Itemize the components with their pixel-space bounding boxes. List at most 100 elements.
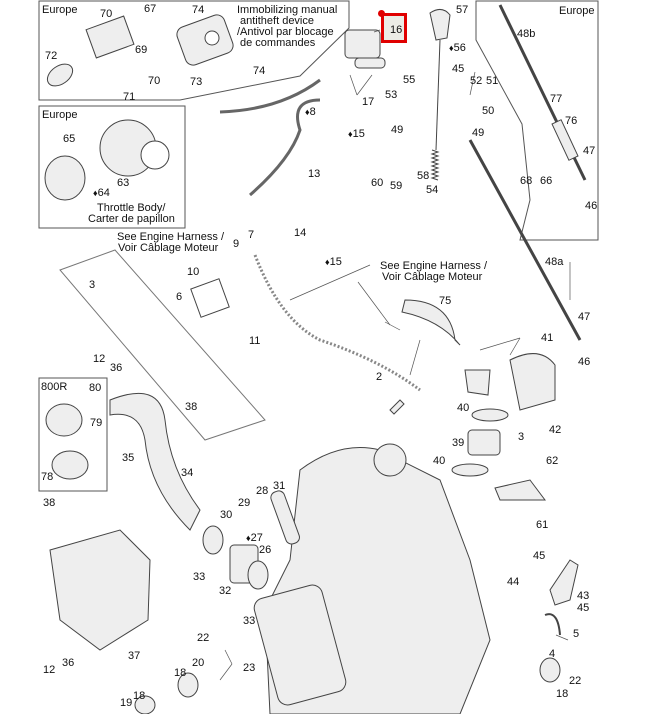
callout-part-12[interactable]: 12	[43, 664, 56, 676]
callout-part-30[interactable]: 30	[220, 509, 233, 521]
callout-part-40[interactable]: 40	[433, 455, 446, 467]
callout-part-59[interactable]: 59	[390, 180, 403, 192]
callout-part-45[interactable]: 45	[577, 602, 590, 614]
callout-part-18[interactable]: 18	[174, 667, 187, 679]
callout-part-18[interactable]: 18	[133, 690, 146, 702]
callout-part-15[interactable]: ♦15	[348, 128, 365, 140]
callout-part-73[interactable]: 73	[190, 76, 203, 88]
callout-part-52[interactable]: 52	[470, 75, 483, 87]
callout-part-3[interactable]: 3	[89, 279, 96, 291]
callout-part-46[interactable]: 46	[585, 200, 598, 212]
callout-part-22[interactable]: 22	[197, 632, 210, 644]
callout-part-13[interactable]: 13	[308, 168, 321, 180]
callout-part-2[interactable]: 2	[376, 371, 383, 383]
callout-part-42[interactable]: 42	[549, 424, 562, 436]
callout-part-38[interactable]: 38	[185, 401, 198, 413]
callout-part-14[interactable]: 14	[294, 227, 307, 239]
callout-part-45[interactable]: 45	[533, 550, 546, 562]
callout-part-76[interactable]: 76	[565, 115, 578, 127]
callout-part-10[interactable]: 10	[187, 266, 200, 278]
callout-part-70[interactable]: 70	[100, 8, 113, 20]
callout-part-11[interactable]: 11	[249, 335, 261, 347]
callout-part-78[interactable]: 78	[41, 471, 54, 483]
callout-part-69[interactable]: 69	[135, 44, 148, 56]
callout-part-7[interactable]: 7	[248, 229, 255, 241]
callout-part-74[interactable]: 74	[253, 65, 266, 77]
callout-part-41[interactable]: 41	[541, 332, 554, 344]
callout-part-48b[interactable]: 48b	[517, 28, 536, 40]
callout-part-32[interactable]: 32	[219, 585, 232, 597]
callout-part-53[interactable]: 53	[385, 89, 398, 101]
callout-part-29[interactable]: 29	[238, 497, 251, 509]
callout-part-66[interactable]: 66	[540, 175, 553, 187]
callout-part-44[interactable]: 44	[507, 576, 520, 588]
callout-part-70[interactable]: 70	[148, 75, 161, 87]
callout-part-34[interactable]: 34	[181, 467, 194, 479]
callout-part-45[interactable]: 45	[452, 63, 465, 75]
callout-part-47[interactable]: 47	[578, 311, 591, 323]
callout-part-17[interactable]: 17	[362, 96, 375, 108]
callout-part-57[interactable]: 57	[456, 4, 469, 16]
callout-part-31[interactable]: 31	[273, 480, 286, 492]
callout-part-50[interactable]: 50	[482, 105, 495, 117]
callout-part-62[interactable]: 62	[546, 455, 559, 467]
callout-part-48a[interactable]: 48a	[545, 256, 564, 268]
part-61-bracket	[494, 479, 546, 501]
callout-part-12[interactable]: 12	[93, 353, 106, 365]
callout-part-36[interactable]: 36	[62, 657, 75, 669]
callout-part-46[interactable]: 46	[578, 356, 591, 368]
callout-part-79[interactable]: 79	[90, 417, 103, 429]
callout-part-5[interactable]: 5	[573, 628, 580, 640]
inner-harness	[253, 254, 421, 392]
callout-part-18[interactable]: 18	[556, 688, 569, 700]
callout-part-47[interactable]: 47	[583, 145, 596, 157]
callout-part-35[interactable]: 35	[122, 452, 135, 464]
callout-part-28[interactable]: 28	[256, 485, 269, 497]
callout-part-38[interactable]: 38	[43, 497, 56, 509]
callout-part-23[interactable]: 23	[243, 662, 256, 674]
callout-part-22[interactable]: 22	[569, 675, 582, 687]
callout-part-74[interactable]: 74	[192, 4, 205, 16]
callout-part-71[interactable]: 71	[123, 91, 136, 103]
callout-part-77[interactable]: 77	[550, 93, 563, 105]
callout-part-75[interactable]: 75	[439, 295, 452, 307]
callout-part-33[interactable]: 33	[193, 571, 206, 583]
callout-part-80[interactable]: 80	[89, 382, 102, 394]
callout-part-54[interactable]: 54	[426, 184, 439, 196]
callout-part-61[interactable]: 61	[536, 519, 549, 531]
callout-part-8[interactable]: ♦8	[305, 106, 316, 118]
callout-part-26[interactable]: 26	[259, 544, 272, 556]
callout-part-51[interactable]: 51	[486, 75, 499, 87]
callout-part-33[interactable]: 33	[243, 615, 256, 627]
callout-part-9[interactable]: 9	[233, 238, 240, 250]
callout-part-36[interactable]: 36	[110, 362, 123, 374]
callout-part-3[interactable]: 3	[518, 431, 525, 443]
callout-part-60[interactable]: 60	[371, 177, 384, 189]
callout-part-64[interactable]: ♦64	[93, 187, 110, 199]
callout-part-56[interactable]: ♦56	[449, 42, 466, 54]
lubricant-drop-icon: ♦	[348, 129, 353, 139]
callout-part-63[interactable]: 63	[117, 177, 130, 189]
callout-part-39[interactable]: 39	[452, 437, 465, 449]
highlighted-part-16[interactable]: 16	[378, 10, 407, 43]
part-40-clamp	[471, 408, 509, 422]
callout-part-19[interactable]: 19	[120, 697, 133, 709]
callout-part-20[interactable]: 20	[192, 657, 205, 669]
callout-part-49[interactable]: 49	[391, 124, 404, 136]
callout-part-40[interactable]: 40	[457, 402, 470, 414]
callout-part-6[interactable]: 6	[176, 291, 183, 303]
callout-part-49[interactable]: 49	[472, 127, 485, 139]
part-37-guard	[49, 529, 151, 651]
callout-part-27[interactable]: ♦27	[246, 532, 263, 544]
cable-48a	[468, 139, 582, 341]
callout-part-68[interactable]: 68	[520, 175, 533, 187]
callout-part-4[interactable]: 4	[549, 648, 556, 660]
callout-part-72[interactable]: 72	[45, 50, 58, 62]
callout-part-55[interactable]: 55	[403, 74, 416, 86]
callout-part-65[interactable]: 65	[63, 133, 76, 145]
callout-part-58[interactable]: 58	[417, 170, 430, 182]
callout-part-67[interactable]: 67	[144, 3, 157, 15]
callout-part-43[interactable]: 43	[577, 590, 590, 602]
callout-part-37[interactable]: 37	[128, 650, 141, 662]
callout-part-15[interactable]: ♦15	[325, 256, 342, 268]
